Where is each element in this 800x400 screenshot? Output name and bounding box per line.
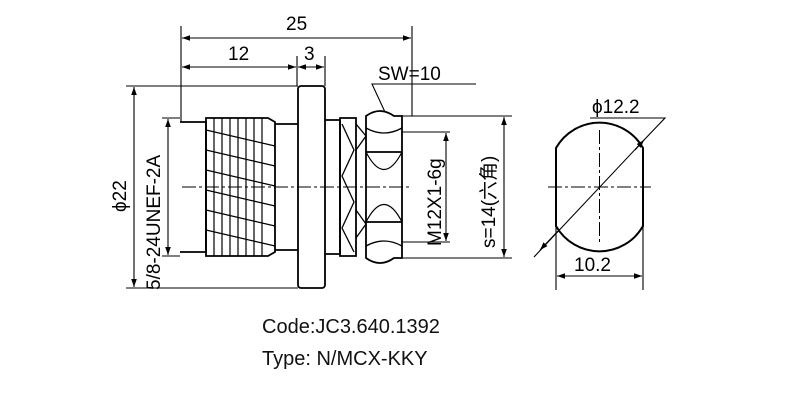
dim-cutout-diameter: ϕ12.2 [592, 97, 640, 118]
dimension-lines [126, 26, 512, 289]
dim-nut-thread: M12X1-6g [425, 158, 446, 246]
dim-wrench-size: SW=10 [378, 64, 441, 85]
dim-thread-spec: 5/8-24UNEF-2A [144, 155, 165, 290]
dim-flange-thickness: 3 [304, 44, 315, 65]
product-code: Code:JC3.640.1392 [262, 316, 440, 338]
dim-overall-length: 25 [286, 14, 307, 35]
dim-flange-diameter: ϕ22 [110, 180, 131, 212]
connector-side-view [180, 85, 410, 289]
product-type: Type: N/MCX-KKY [262, 348, 428, 370]
dim-cutout-flat: 10.2 [574, 255, 611, 276]
panel-cutout-view [533, 117, 667, 290]
dim-hex-size: s=14(六角) [478, 156, 500, 248]
dim-thread-length: 12 [228, 44, 249, 65]
neck [275, 123, 298, 251]
